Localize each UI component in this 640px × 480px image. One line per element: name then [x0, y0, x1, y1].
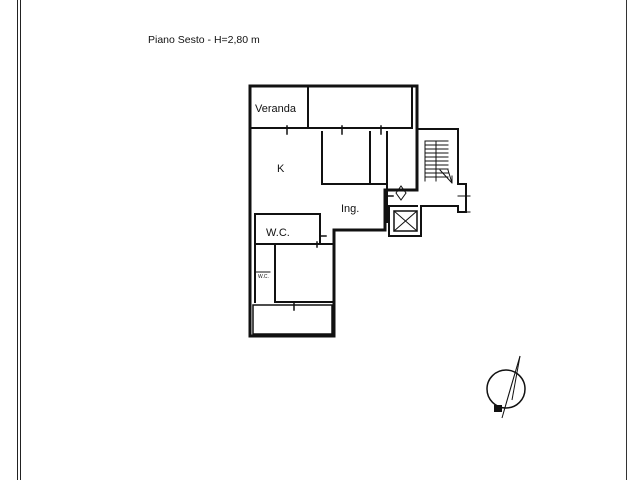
room-label-veranda: Veranda [255, 103, 297, 115]
stair-enclosure [388, 128, 467, 237]
stair-arrow [439, 169, 453, 184]
balcony-bottom [252, 304, 333, 335]
door-marks [286, 125, 394, 311]
room-label-wc-small: W.C. [258, 274, 269, 280]
veranda-wall [249, 85, 413, 129]
room-label-wc: W.C. [266, 227, 290, 239]
room-label-kitchen: K [277, 163, 285, 175]
room-label-entrance: Ing. [341, 203, 359, 215]
lift-shaft [393, 210, 418, 232]
apartment-outline [248, 84, 419, 338]
landing-symbol [395, 185, 407, 201]
outline-details [457, 195, 471, 213]
north-arrow-icon [486, 355, 526, 419]
interior-walls [254, 131, 388, 303]
stair-treads [424, 140, 449, 182]
sheet-border-left [17, 0, 21, 480]
lift-cross [393, 210, 418, 232]
sheet-border-right [626, 0, 627, 480]
plan-title: Piano Sesto - H=2,80 m [148, 34, 260, 46]
